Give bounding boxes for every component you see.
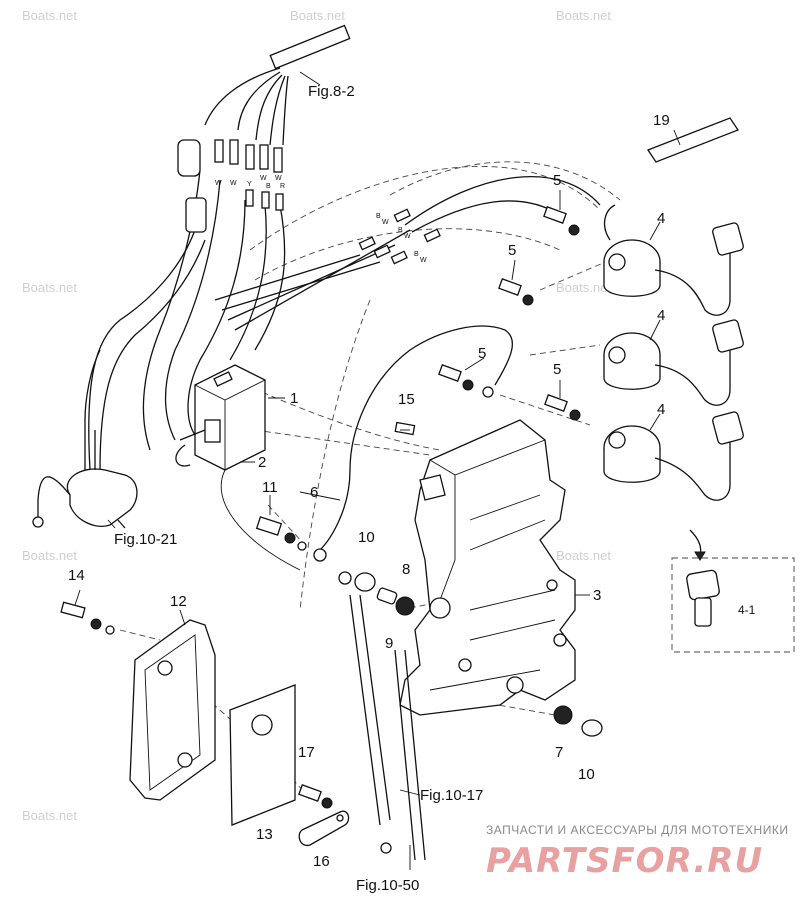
part-label-9: 9: [385, 635, 393, 652]
watermark: Boats.net: [22, 8, 77, 23]
wire-code: W: [215, 180, 222, 187]
fig-ref-10-50: Fig.10-50: [356, 877, 419, 894]
wire-code: B: [398, 227, 403, 234]
part-label-17: 17: [298, 744, 315, 761]
fig-ref-10-21: Fig.10-21: [114, 531, 177, 548]
wire-code: W: [230, 180, 237, 187]
part-label-5: 5: [553, 172, 561, 189]
bolt-11: [255, 516, 307, 551]
label-strip: [647, 117, 739, 163]
part-label-2: 2: [258, 454, 266, 471]
part-label-4: 4: [657, 307, 665, 324]
part-label-14: 14: [68, 567, 85, 584]
cdi-unit: [175, 364, 301, 571]
wire-code: W: [404, 233, 411, 240]
part-label-13: 13: [256, 826, 273, 843]
wire-code: W: [382, 219, 389, 226]
coil: [603, 319, 744, 406]
bolts-5: [438, 206, 581, 421]
figure-refs: Fig.8-2 Fig.10-21 Fig.10-17 Fig.10-50: [114, 83, 483, 894]
brand-name: PARTSFOR.RU: [486, 841, 763, 881]
part-label-12: 12: [170, 593, 187, 610]
part-labels: 1 2 3 4 4 4 4-1 5 5 5 5 6 7 8 9 10 10 11…: [68, 112, 756, 870]
part-label-7: 7: [555, 744, 563, 761]
part-label-1: 1: [290, 390, 298, 407]
brand-subtitle: ЗАПЧАСТИ И АКСЕССУАРЫ ДЛЯ МОТОТЕХНИКИ: [486, 823, 788, 837]
wire-code: B: [266, 183, 271, 190]
part-label-10: 10: [578, 766, 595, 783]
part-label-4: 4: [657, 401, 665, 418]
part-label-10: 10: [358, 529, 375, 546]
part-label-6: 6: [310, 484, 318, 501]
ignition-coils: [603, 204, 744, 501]
side-cables: [349, 594, 426, 861]
fig-ref-10-17: Fig.10-17: [420, 787, 483, 804]
grommets: [338, 571, 603, 737]
watermark-layer: Boats.net Boats.net Boats.net Boats.net …: [22, 8, 611, 823]
wire-code: W: [260, 175, 267, 182]
coil: [603, 204, 744, 316]
part-label-15: 15: [398, 391, 415, 408]
watermark: Boats.net: [22, 808, 77, 823]
part-label-5: 5: [508, 242, 516, 259]
part-label-16: 16: [313, 853, 330, 870]
wire-code: B: [414, 251, 419, 258]
watermark: Boats.net: [22, 548, 77, 563]
watermark: Boats.net: [290, 8, 345, 23]
part-label-4: 4: [657, 210, 665, 227]
wire-code: B: [376, 213, 381, 220]
part-label-11: 11: [262, 479, 278, 496]
wire-code: R: [280, 183, 285, 190]
part-label-5: 5: [553, 361, 561, 378]
fig-ref-8-2: Fig.8-2: [308, 83, 355, 100]
part-label-3: 3: [593, 587, 601, 604]
leaders: [74, 71, 681, 870]
wire-harness: [88, 24, 601, 471]
wire-codes: W W Y W B W R B W B W B W: [215, 175, 427, 264]
watermark: Boats.net: [556, 548, 611, 563]
stator-pickup: [32, 349, 138, 529]
brand-logo: ЗАПЧАСТИ И АКСЕССУАРЫ ДЛЯ МОТОТЕХНИКИ PA…: [486, 823, 788, 881]
cap-inset: [671, 529, 795, 653]
part-label-4-1: 4-1: [738, 603, 756, 617]
coil: [603, 411, 744, 501]
watermark: Boats.net: [22, 280, 77, 295]
wire-code: Y: [247, 181, 252, 188]
part-label-8: 8: [402, 561, 410, 578]
main-bracket: [394, 419, 576, 716]
part-label-5: 5: [478, 345, 486, 362]
part-label-19: 19: [653, 112, 670, 129]
wire-code: W: [275, 175, 282, 182]
lower-left-parts: [60, 601, 350, 847]
ground-wire: [313, 325, 514, 562]
wire-code: W: [420, 257, 427, 264]
watermark: Boats.net: [556, 280, 611, 295]
watermark: Boats.net: [556, 8, 611, 23]
